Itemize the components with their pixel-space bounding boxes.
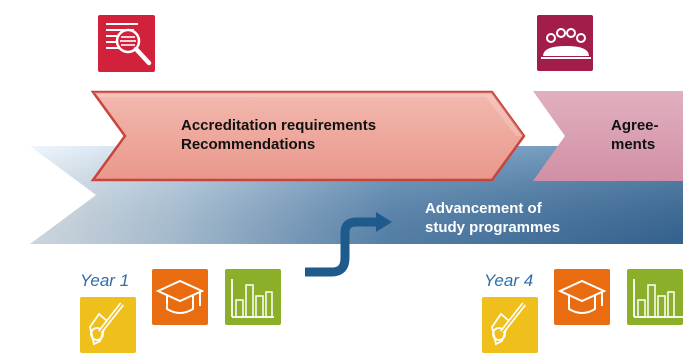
bar-chart-icon bbox=[627, 269, 683, 325]
year-1-label: Year 1 bbox=[80, 271, 130, 290]
advancement-label: Advancement of study programmes bbox=[425, 199, 560, 237]
advancement-line-2: study programmes bbox=[425, 219, 561, 236]
pencil-document-icon bbox=[482, 297, 538, 353]
accreditation-line-2: Recommendations bbox=[181, 136, 316, 153]
agreements-line-1: Agree- bbox=[611, 117, 659, 134]
agreements-line-2: ments bbox=[611, 136, 656, 153]
curved-arrow-icon bbox=[305, 212, 392, 277]
accreditation-label: Accreditation requirements Recommendatio… bbox=[181, 116, 376, 154]
bar-chart-icon bbox=[225, 269, 281, 325]
year-4-label: Year 4 bbox=[484, 271, 534, 290]
document-magnifier-icon bbox=[98, 15, 155, 72]
graduation-cap-icon bbox=[554, 269, 610, 325]
accreditation-arrow bbox=[90, 90, 526, 182]
accreditation-line-1: Accreditation requirements bbox=[181, 117, 377, 134]
advancement-line-1: Advancement of bbox=[425, 200, 542, 217]
group-meeting-icon bbox=[537, 15, 593, 71]
agreements-arrow bbox=[533, 91, 683, 181]
pencil-document-icon bbox=[80, 297, 136, 353]
graduation-cap-icon bbox=[152, 269, 208, 325]
agreements-label: Agree- ments bbox=[611, 116, 659, 154]
